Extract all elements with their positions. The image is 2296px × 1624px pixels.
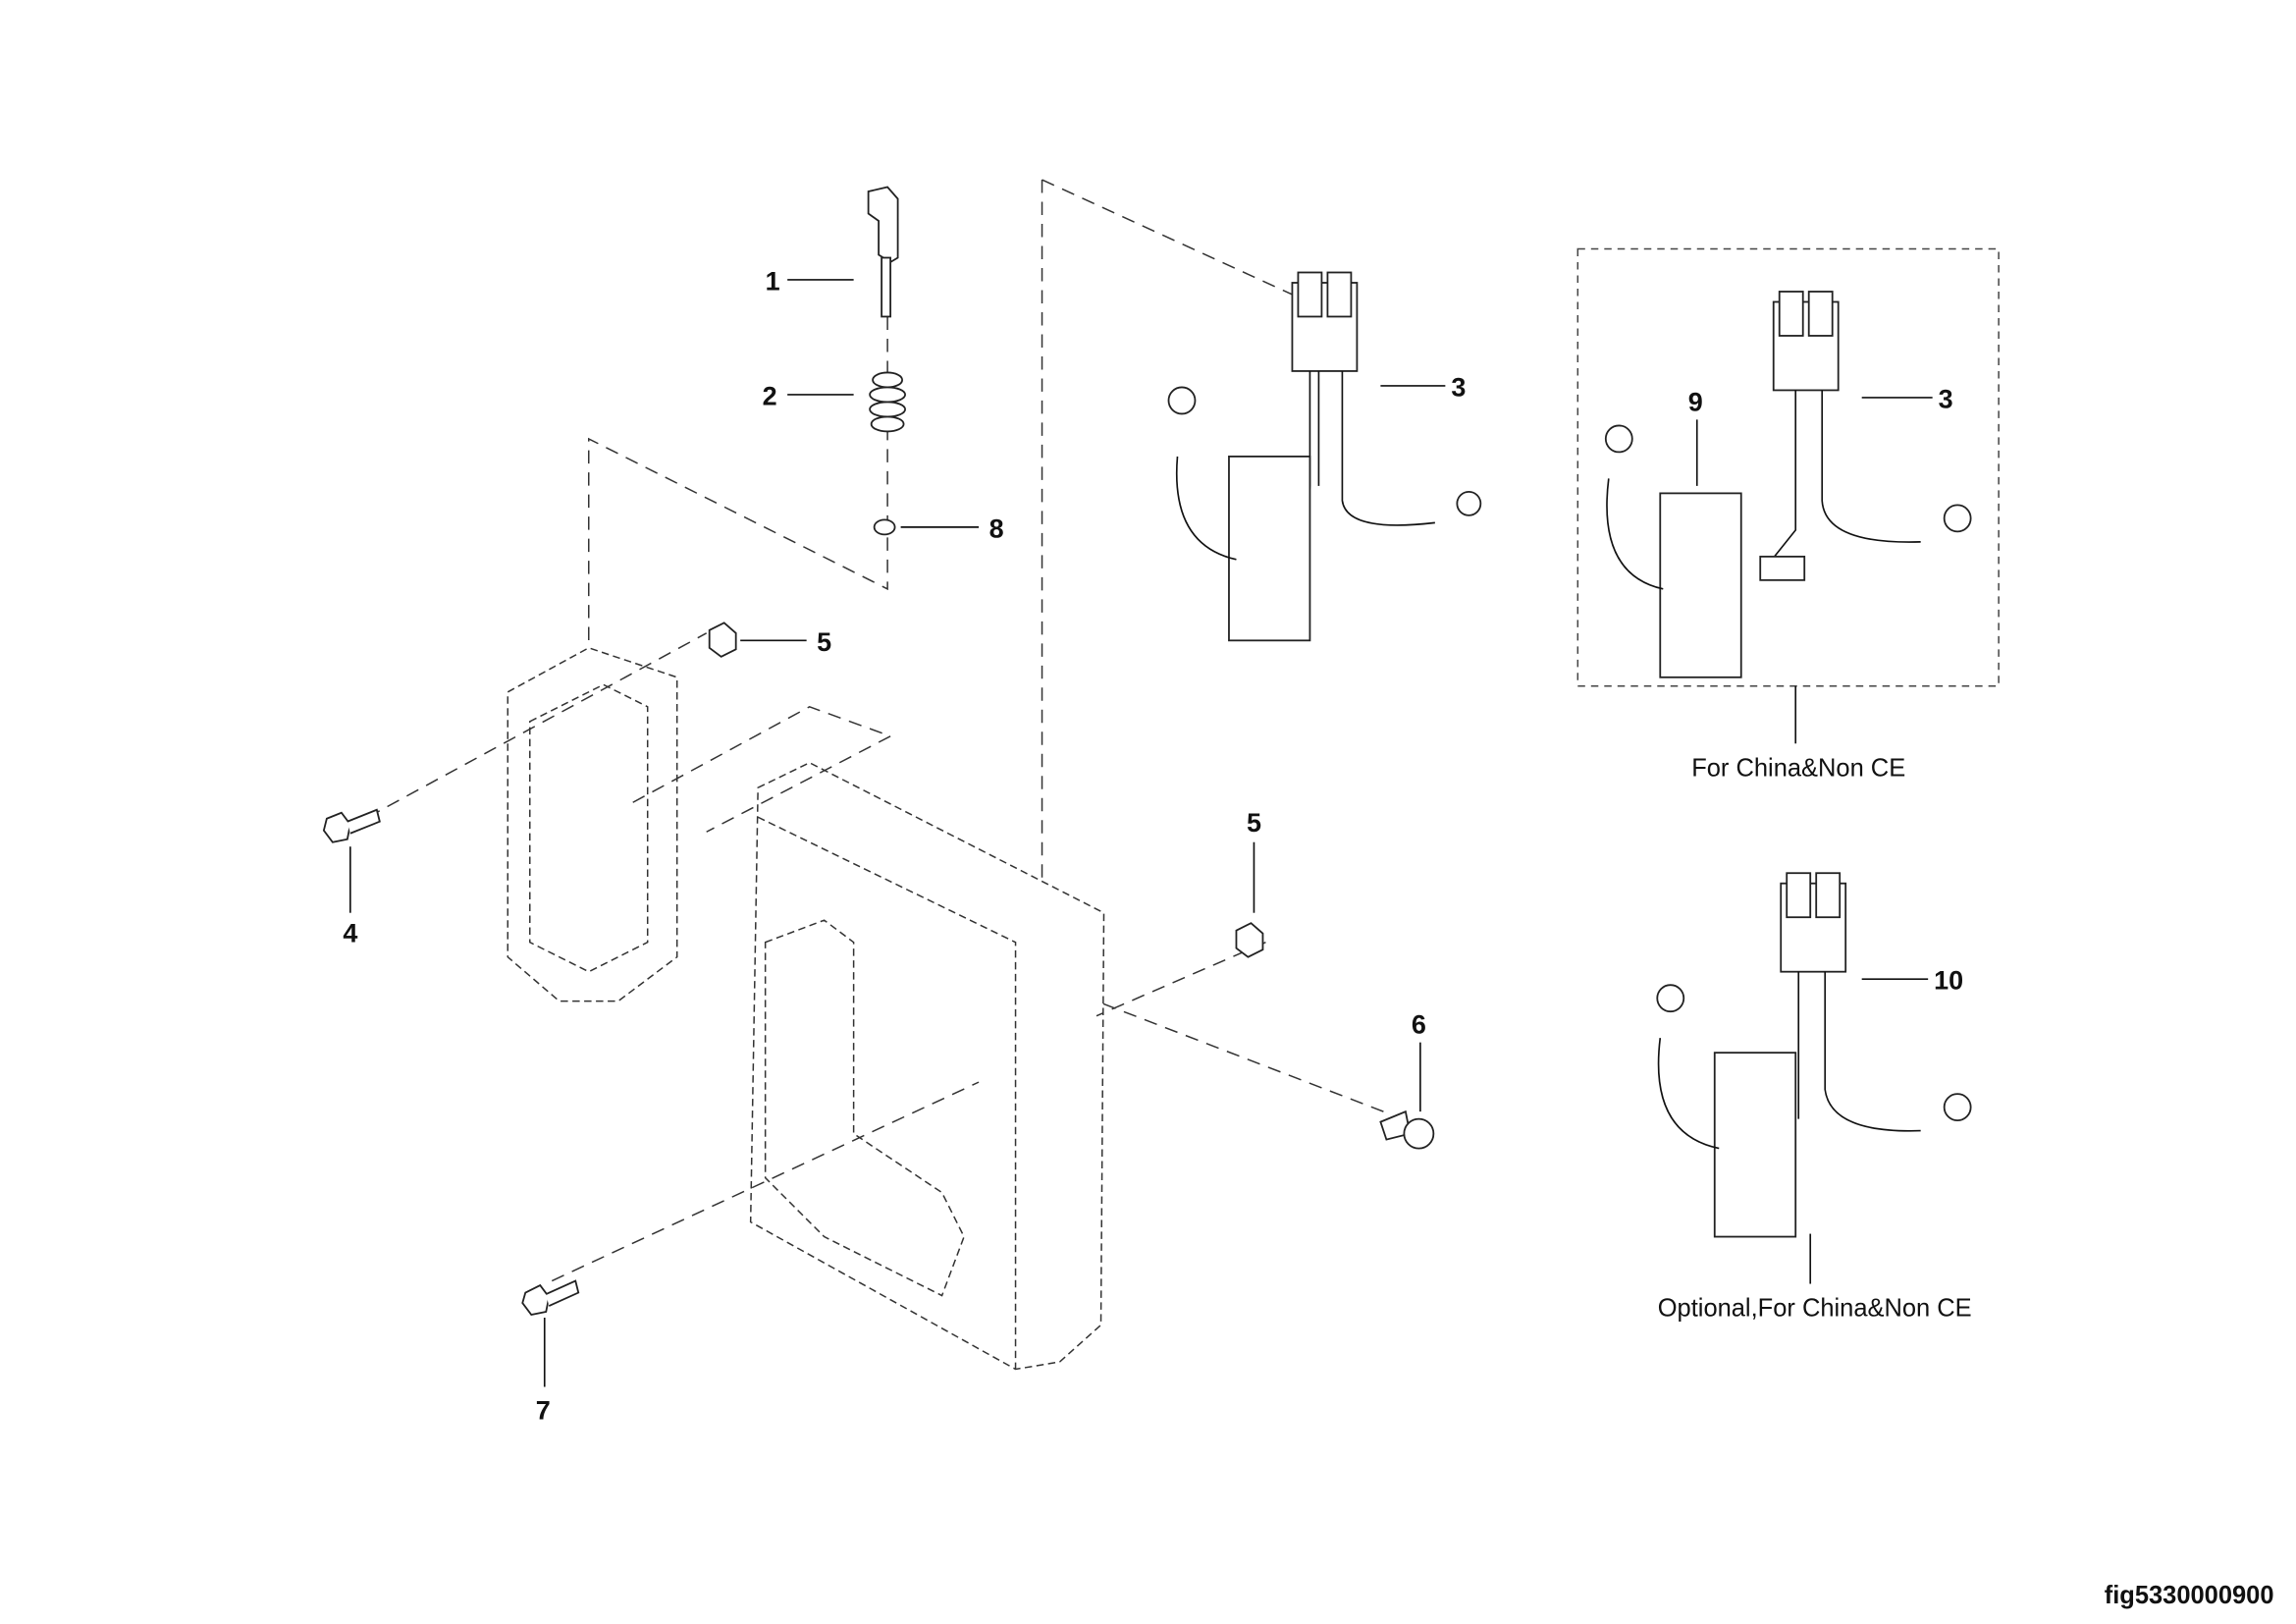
part-9-pad: [1604, 424, 1742, 678]
part-5-nut-lower: [1235, 922, 1264, 958]
callout-2: 2: [763, 381, 777, 410]
callout-5-lower: 5: [1247, 808, 1261, 838]
callout-4: 4: [343, 919, 357, 948]
callout-8: 8: [989, 514, 1004, 543]
part-5-nut-upper: [708, 622, 737, 658]
china-option-box: [1576, 247, 2000, 687]
part-7-bolt: [521, 1279, 580, 1317]
callout-7: 7: [536, 1395, 551, 1425]
part-10-harness: [1656, 872, 1972, 1238]
part-8-washer: [873, 518, 896, 536]
part-3-harness: [1167, 271, 1482, 642]
callout-10: 10: [1934, 966, 1963, 996]
assembly-lines: [367, 179, 1384, 1282]
part-1-pin: [867, 186, 899, 318]
leader-lines: [349, 279, 1933, 1387]
part-3-harness-china: [1759, 291, 1972, 581]
part-4-bolt: [322, 808, 381, 843]
caption-china-non-ce: For China&Non CE: [1691, 754, 1905, 782]
callout-5-upper: 5: [817, 627, 831, 657]
controller-housing: [749, 761, 1105, 1371]
caption-optional-china-non-ce: Optional,For China&Non CE: [1658, 1295, 1972, 1323]
callout-1: 1: [766, 266, 780, 296]
figure-id: fig5330000900: [2105, 1582, 2274, 1609]
part-6-screw: [1379, 1110, 1435, 1150]
callout-6: 6: [1412, 1010, 1426, 1040]
callout-3-china: 3: [1939, 384, 1953, 413]
callout-3: 3: [1451, 372, 1466, 402]
callout-9: 9: [1688, 387, 1703, 416]
bracket: [507, 647, 678, 1002]
part-2-spring: [869, 371, 907, 433]
